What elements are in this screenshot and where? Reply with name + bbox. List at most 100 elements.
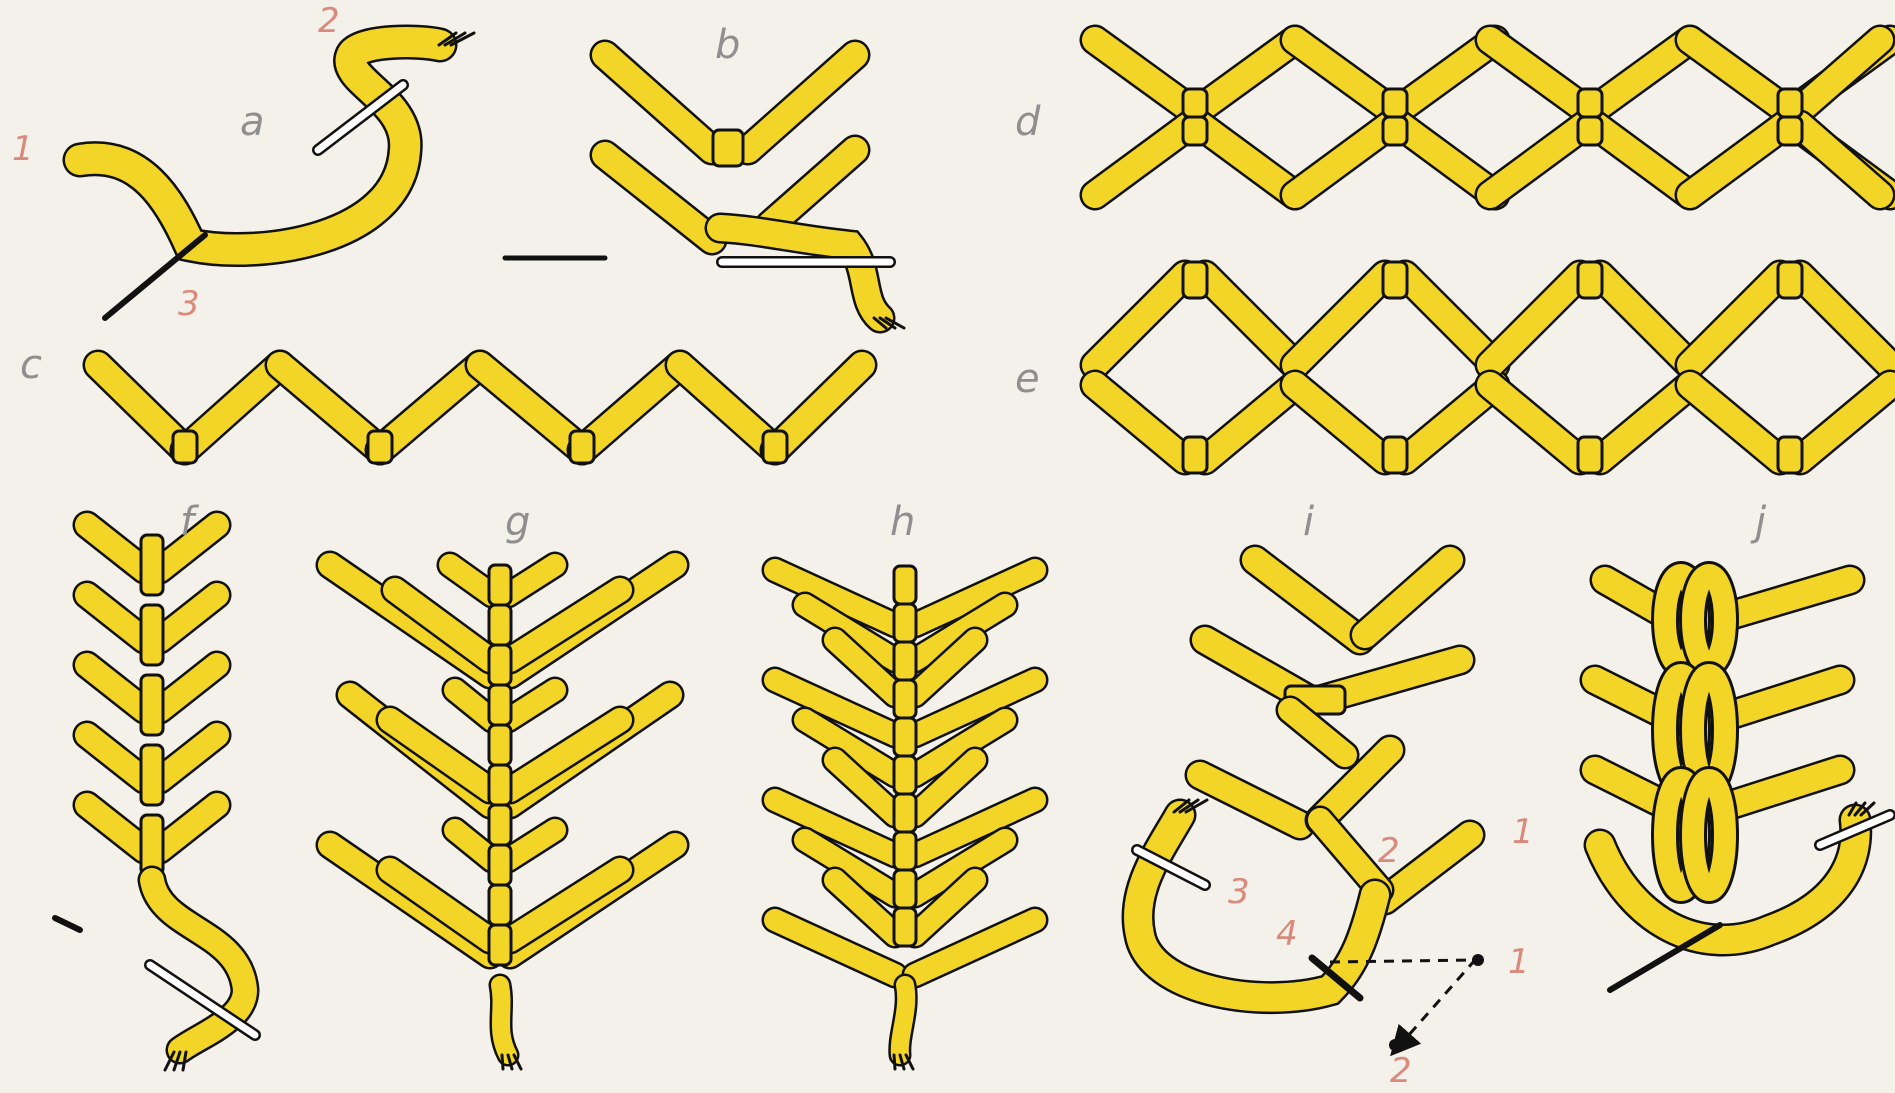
panel-a-stitch xyxy=(80,33,474,318)
tie-stitch xyxy=(173,431,197,463)
needle-point-dot xyxy=(1472,954,1484,966)
stitch xyxy=(770,150,855,225)
panel-label-b: b xyxy=(715,22,740,68)
step-number-a-1: 1 xyxy=(12,129,34,169)
panel-e-stitch xyxy=(1095,262,1890,473)
stitch xyxy=(605,55,712,150)
stitch xyxy=(455,830,492,860)
stitch xyxy=(1095,275,1185,365)
tie-stitch xyxy=(894,680,916,718)
tie-stitch xyxy=(1578,437,1602,473)
panel-label-g: g xyxy=(505,499,530,545)
stitch xyxy=(1200,125,1295,195)
stitch xyxy=(1295,40,1390,109)
stitch xyxy=(1405,275,1495,365)
stitch xyxy=(508,830,555,860)
panel-c-stitch xyxy=(98,365,862,463)
tie-stitch xyxy=(1183,437,1207,473)
stitch xyxy=(1595,40,1690,109)
stitch xyxy=(1200,40,1295,109)
stitch xyxy=(1295,385,1385,460)
stitch xyxy=(1095,385,1185,460)
panel-b-stitch xyxy=(505,55,904,328)
step-number-a-3: 3 xyxy=(178,284,200,324)
tie-stitch xyxy=(894,642,916,680)
panel-i-stitch xyxy=(1137,560,1484,1051)
step-number-i-2b: 2 xyxy=(1390,1051,1412,1091)
tie-stitch xyxy=(1183,262,1207,298)
step-number-a-2: 2 xyxy=(318,1,340,41)
tie-stitch xyxy=(1383,89,1407,117)
stitch xyxy=(1800,275,1890,365)
stitch xyxy=(1600,275,1690,365)
stitch xyxy=(748,55,855,150)
stitch xyxy=(1800,385,1890,460)
tie-stitch xyxy=(489,645,511,685)
tie-stitch xyxy=(894,794,916,832)
thread-end xyxy=(502,1055,503,1069)
step-number-i-3: 3 xyxy=(1228,872,1250,912)
tie-stitch xyxy=(894,718,916,756)
stitch xyxy=(680,365,775,450)
step-number-i-4: 4 xyxy=(1276,914,1298,954)
stitch xyxy=(380,365,480,450)
stitch xyxy=(582,365,680,450)
tie-stitch xyxy=(141,605,163,665)
step-number-i-1b: 1 xyxy=(1508,942,1530,982)
stitch xyxy=(1205,385,1295,460)
panel-label-c: c xyxy=(20,342,42,388)
tie-stitch xyxy=(141,745,163,805)
needle-point-dot xyxy=(1389,1039,1401,1051)
panel-d-stitch xyxy=(1095,40,1890,195)
tie-stitch xyxy=(1778,89,1802,117)
stitch xyxy=(1365,560,1450,635)
stitch xyxy=(1690,275,1780,365)
tie-stitch xyxy=(570,431,594,463)
thread xyxy=(900,985,906,1055)
stitch xyxy=(1205,275,1295,365)
stitch xyxy=(508,565,555,595)
tie-stitch xyxy=(1183,117,1207,145)
stitch xyxy=(1295,275,1385,365)
panel-j-stitch xyxy=(1595,575,1890,990)
stitch xyxy=(605,155,712,240)
tie-stitch xyxy=(489,885,511,925)
tie-stitch xyxy=(489,845,511,885)
stitch xyxy=(1595,125,1690,195)
tie-stitch xyxy=(141,535,163,595)
thread-end xyxy=(894,1055,895,1069)
tie-stitch xyxy=(489,605,511,645)
tie-stitch xyxy=(894,756,916,794)
stitch xyxy=(1095,40,1190,109)
stitch-layer xyxy=(55,33,1890,1070)
stitch xyxy=(450,565,492,595)
stitch xyxy=(1690,385,1780,460)
tie-stitch xyxy=(1778,437,1802,473)
stitch xyxy=(1095,125,1190,195)
step-number-i-2: 2 xyxy=(1378,831,1400,871)
tie-stitch xyxy=(1383,262,1407,298)
tie-stitch xyxy=(1183,89,1207,117)
tie-stitch xyxy=(1383,437,1407,473)
stitch xyxy=(1490,40,1585,109)
tie-stitch xyxy=(1578,89,1602,117)
panel-h-stitch xyxy=(775,566,1035,1069)
thread xyxy=(500,985,508,1055)
tie-stitch xyxy=(489,805,511,845)
tie-stitch xyxy=(1383,117,1407,145)
stitch xyxy=(1690,40,1785,109)
panel-label-a: a xyxy=(240,99,265,145)
stitch xyxy=(455,690,492,720)
tie-stitch xyxy=(894,604,916,642)
needle-point xyxy=(55,918,80,930)
step-number-i-1: 1 xyxy=(1512,812,1534,852)
stitch xyxy=(1490,385,1580,460)
stitch xyxy=(1490,125,1585,195)
tie-stitch xyxy=(894,908,916,946)
panel-label-e: e xyxy=(1015,356,1040,402)
stitch xyxy=(480,365,582,450)
tie-stitch xyxy=(141,675,163,735)
panel-label-j: j xyxy=(1750,499,1767,545)
stitch xyxy=(1690,125,1785,195)
